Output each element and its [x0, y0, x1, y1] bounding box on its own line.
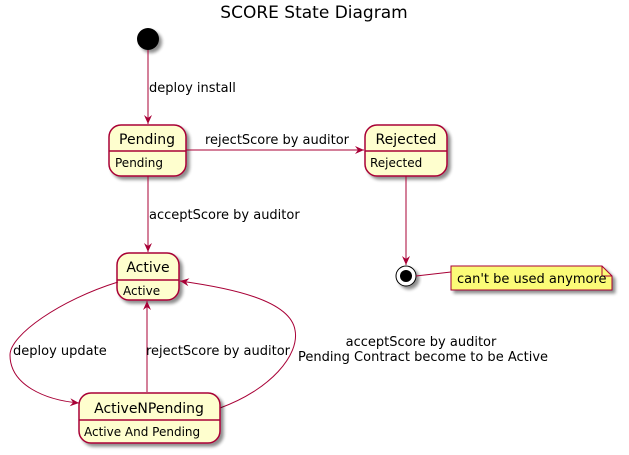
note-box: [450, 265, 613, 291]
state-activenpending: [78, 392, 221, 444]
end-node-inner: [400, 270, 412, 282]
edge-label-accept-pending: acceptScore by auditor: [149, 208, 300, 223]
diagram-title: SCORE State Diagram: [220, 3, 407, 23]
state-rejected-desc: Rejected: [370, 156, 422, 170]
state-rejected-name: Rejected: [376, 132, 437, 148]
edge-label-reject-pending: rejectScore by auditor: [205, 133, 350, 148]
note-fold: [601, 266, 612, 277]
state-activenpending-name: ActiveNPending: [94, 401, 204, 417]
state-pending-desc: Pending: [115, 156, 163, 170]
note-text: can't be used anymore: [457, 272, 607, 287]
state-activenpending-desc: Active And Pending: [84, 425, 200, 439]
note-connector: [415, 271, 452, 277]
edge-label-deploy-update: deploy update: [13, 344, 107, 359]
edge-label-reject-activenp: rejectScore by auditor: [146, 344, 291, 359]
edge-label-accept-activenp-2: Pending Contract become to be Active: [298, 350, 548, 365]
edge-activenp-to-active-accept: [179, 278, 297, 409]
state-active: [116, 252, 180, 301]
state-active-name: Active: [126, 260, 169, 276]
start-node: [137, 28, 159, 50]
edge-active-to-activenp: [9, 281, 119, 407]
state-pending-name: Pending: [119, 132, 175, 148]
edge-label-accept-activenp-1: acceptScore by auditor: [346, 335, 497, 350]
edge-label-deploy-install: deploy install: [149, 81, 236, 96]
state-active-desc: Active: [123, 284, 160, 298]
